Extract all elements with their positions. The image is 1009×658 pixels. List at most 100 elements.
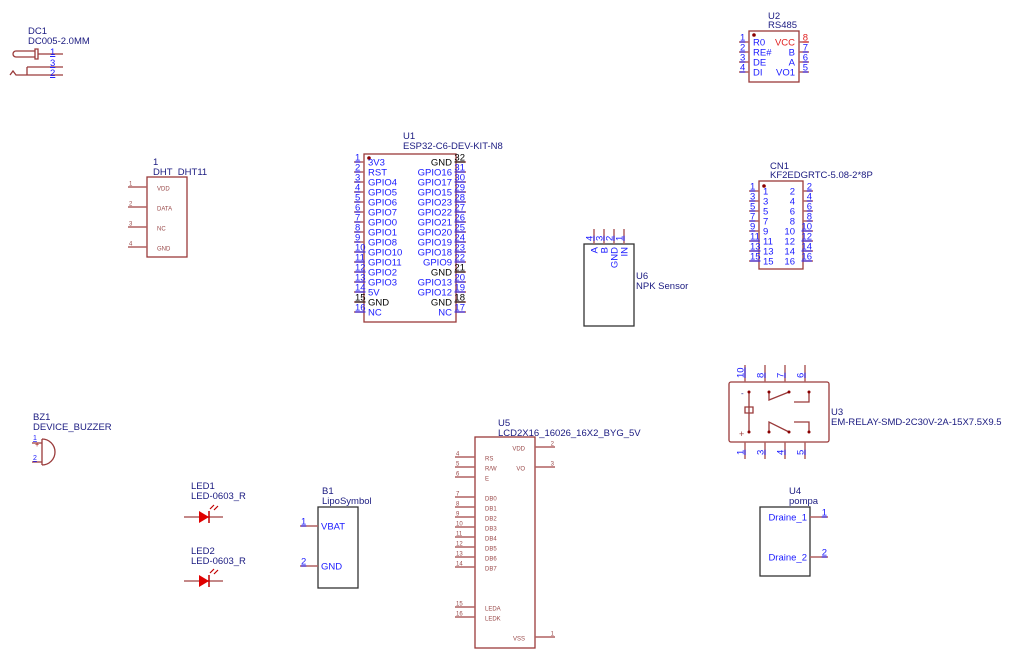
pin[interactable]: 66: [790, 202, 813, 218]
relay[interactable]: - + U3 EM-RELAY-SMD-2C30V-2A-15X7.5X9.5 …: [728, 365, 1002, 459]
pin[interactable]: 1IN: [615, 229, 631, 257]
pin[interactable]: 5R/W: [455, 462, 497, 473]
led1[interactable]: LED1 LED-0603_R: [184, 481, 246, 523]
pin[interactable]: 8: [756, 365, 767, 382]
pin[interactable]: 7B: [789, 43, 809, 59]
pin[interactable]: 3B: [595, 229, 611, 253]
pin[interactable]: 4A: [585, 229, 601, 253]
pin[interactable]: 7: [776, 365, 787, 382]
buzzer[interactable]: BZ1 DEVICE_BUZZER 1 2 +: [32, 412, 112, 466]
dc1-connector[interactable]: DC1 DC005-2.0MM 1 3 2: [9, 26, 90, 79]
pin[interactable]: 10: [736, 365, 747, 382]
pin[interactable]: 5: [796, 442, 807, 459]
pin[interactable]: 1: [736, 442, 747, 459]
pin[interactable]: 3NC: [128, 222, 166, 233]
pin[interactable]: 88: [790, 212, 813, 228]
pin[interactable]: 44: [790, 192, 813, 208]
pin[interactable]: 3VO: [516, 462, 555, 473]
pin[interactable]: 22: [790, 182, 813, 198]
pin[interactable]: 4: [776, 442, 787, 459]
pin[interactable]: 3: [756, 442, 767, 459]
pin[interactable]: 6A: [789, 53, 809, 69]
lcd-display[interactable]: U5 LCD2X16_16026_16X2_BYG_5V 4RS5R/W6E7D…: [455, 418, 641, 649]
pin[interactable]: 4RS: [455, 452, 493, 463]
pin[interactable]: 6: [796, 365, 807, 382]
